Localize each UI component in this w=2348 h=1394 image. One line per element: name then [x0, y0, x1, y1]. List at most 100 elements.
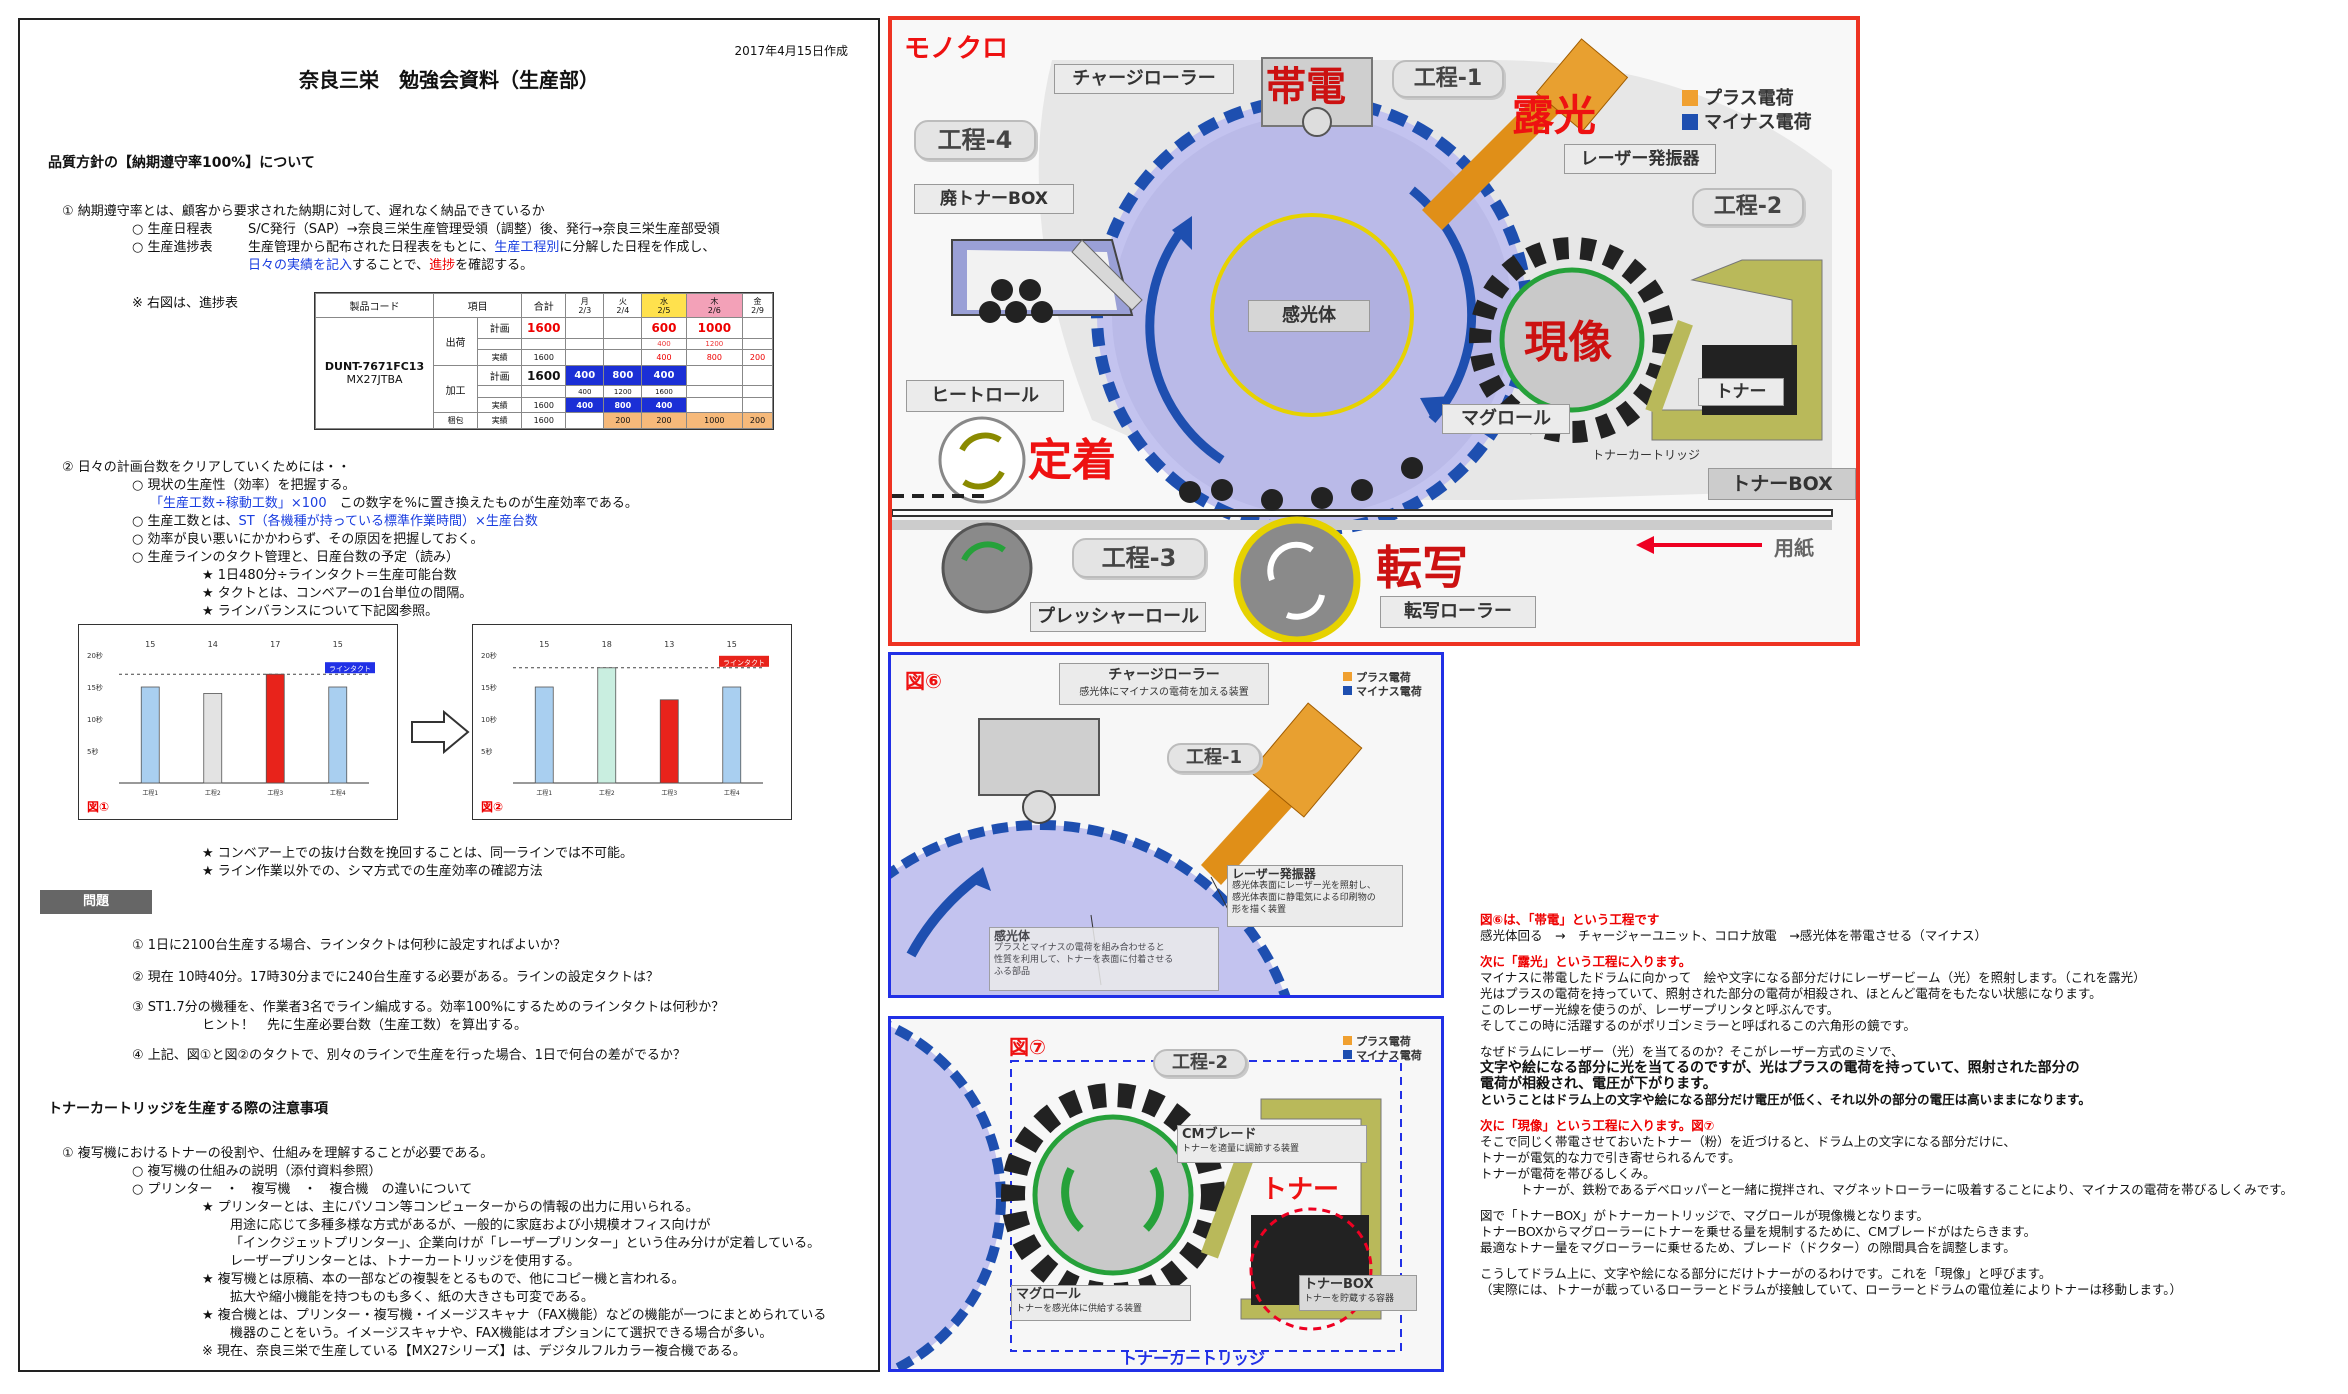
legend-minus: マイナス電荷	[1343, 683, 1422, 699]
y-tick-label: 10秒	[481, 715, 497, 724]
paragraph: ★ ラインバランスについて下記図参照。	[202, 604, 439, 619]
takt-tag-label: ラインタクト	[723, 658, 765, 667]
row-label	[477, 337, 523, 351]
explain-line: トナーBOXからマグローラーにトナーを乗せる量を規制するために、CMブレードがは…	[1480, 1224, 2037, 1239]
table-cell: 1600	[521, 412, 567, 429]
category-label: 工程3	[267, 789, 283, 797]
table-cell: 1600	[521, 317, 567, 339]
paragraph-head: ○ 生産進捗表	[132, 240, 213, 255]
explain-line-bold: ということはドラム上の文字や絵になる部分だけ電圧が低く、それ以外の部分の電圧は高…	[1480, 1092, 2091, 1107]
figure-label: 図⑥	[905, 669, 942, 693]
section1-title: 品質方針の【納期遵守率100%】について	[48, 155, 315, 171]
table-cell: 800	[603, 396, 643, 414]
table-cell	[742, 364, 773, 387]
group-label: 出荷	[432, 317, 479, 366]
document-date: 2017年4月15日作成	[734, 44, 848, 58]
toner-box-label: トナーBOX	[1708, 468, 1856, 500]
table-cell: 400	[565, 364, 605, 387]
charge-roller-label: チャージローラー	[1054, 64, 1234, 94]
paragraph: S/C発行（SAP）→奈良三栄生産管理受領（調整）後、発行→奈良三栄生産部受領	[248, 222, 720, 237]
problem-heading: 問題	[40, 890, 152, 914]
fixing-label: 定着	[1028, 435, 1116, 486]
question: ① 1日に2100台生産する場合、ラインタクトは何秒に設定すればよいか？	[132, 938, 567, 953]
paragraph: ★ 複写機とは原稿、本の一部などの複製をとるもので、他にコピー機と言われる。	[202, 1272, 685, 1287]
table-cell	[521, 337, 567, 351]
paragraph: 日々の実績を記入することで、進捗を確認する。	[248, 258, 534, 273]
table-cell	[521, 385, 567, 398]
step1-label: 工程-1	[1392, 60, 1504, 98]
bar-value-label: 14	[208, 640, 218, 649]
document-title: 奈良三栄 勉強会資料（生産部）	[299, 68, 599, 92]
row-label: 計画	[477, 317, 523, 339]
table-cell	[603, 317, 643, 339]
explain-line-bold: 電荷が相殺され、電圧が下がります。	[1480, 1076, 1717, 1092]
y-tick-label: 15秒	[87, 683, 103, 692]
table-cell: 200	[742, 349, 773, 366]
bar-value-label: 15	[727, 640, 737, 649]
bar	[203, 693, 223, 784]
cartridge-label: トナーカートリッジ	[1592, 448, 1701, 462]
paragraph: ※ 現在、奈良三栄で生産している【MX27シリーズ】は、デジタルフルカラー複合機…	[202, 1344, 746, 1359]
step1-label: 工程-1	[1167, 743, 1261, 773]
y-tick-label: 5秒	[481, 747, 492, 756]
explain-line: トナーが電気的な力で引き寄せられるんです。	[1480, 1150, 1741, 1165]
table-cell	[603, 337, 643, 351]
table-cell: 800	[603, 364, 643, 387]
table-header: 項目	[432, 293, 523, 318]
bar-value-label: 17	[270, 640, 280, 649]
explain-line: トナーが電荷を帯びるしくみ。	[1480, 1166, 1656, 1181]
table-cell	[565, 317, 605, 339]
explain-line: そしてこの時に活躍するのがポリゴンミラーと呼ばれるこの六角形の鏡です。	[1480, 1018, 1916, 1033]
explain-heading: 次に「露光」という工程に入ります。	[1480, 954, 1692, 969]
table-cell: 200	[742, 412, 773, 429]
table-cell: 400	[565, 396, 605, 414]
table-header-day: 火 2/4	[603, 293, 643, 318]
cartridge-label: トナーカートリッジ	[1121, 1349, 1266, 1368]
paragraph: ○ プリンター ・ 複写機 ・ 複合機 の違いについて	[132, 1182, 473, 1197]
table-cell	[742, 385, 773, 398]
paragraph: ○ 複写機の仕組みの説明（添付資料参照）	[132, 1164, 382, 1179]
category-label: 工程2	[205, 789, 221, 797]
question: ④ 上記、図①と図②のタクトで、別々のラインで生産を行った場合、1日で何台の差が…	[132, 1048, 686, 1063]
table-cell: 1600	[521, 364, 567, 387]
progress-table: 製品コード 項目 合計 月 2/3 火 2/4 水 2/5 木 2/6 金 2/…	[314, 292, 774, 430]
category-label: 工程1	[536, 789, 552, 797]
legend-minus: マイナス電荷	[1343, 1047, 1422, 1063]
charging-label: 帯電	[1266, 64, 1346, 110]
table-cell: 800	[685, 349, 744, 366]
paragraph: 生産管理から配布された日程表をもとに、生産工程別に分解した日程を作成し、	[248, 240, 716, 255]
paragraph-head: ○ 生産日程表	[132, 222, 213, 237]
table-header-day: 月 2/3	[565, 293, 605, 318]
right-arrow-icon	[411, 710, 470, 754]
table-cell: 400	[641, 349, 687, 366]
table-header-day: 金 2/9	[742, 293, 773, 318]
bar-value-label: 13	[664, 640, 674, 649]
category-label: 工程1	[142, 789, 158, 797]
paragraph: 「インクジェットプリンター」、企業向けが「レーザープリンター」という住み分けが定…	[230, 1236, 821, 1251]
explanation-text: 図⑥は、「帯電」という工程です 感光体回る → チャージャーユニット、コロナ放電…	[1480, 912, 2340, 1298]
row-label	[477, 385, 523, 398]
figure-6-charging: 図⑥ チャージローラー感光体にマイナスの電荷を加える装置 プラス電荷 マイナス電…	[888, 652, 1444, 998]
transfer-label: 転写	[1376, 541, 1468, 595]
explain-line: なぜドラムにレーザー（光）を当てるのか？そこがレーザー方式のミソで、	[1480, 1044, 1904, 1059]
note: ※ 右図は、進捗表	[132, 296, 239, 311]
step2-label: 工程-2	[1153, 1049, 1247, 1077]
table-header-day: 水 2/5	[641, 293, 687, 318]
y-tick-label: 5秒	[87, 747, 98, 756]
step3-label: 工程-3	[1072, 538, 1206, 578]
table-cell	[565, 337, 605, 351]
bar	[140, 686, 160, 784]
mag-roll-callout: マグロールトナーを感光体に供給する装置	[1011, 1285, 1191, 1321]
explain-line-bold: 文字や絵になる部分に光を当てるのですが、光はプラスの電荷を持っていて、照射された…	[1480, 1060, 2080, 1076]
study-document: 2017年4月15日作成 奈良三栄 勉強会資料（生産部） 品質方針の【納期遵守率…	[18, 18, 880, 1372]
paragraph: ★ コンベアー上での抜け台数を挽回することは、同一ラインでは不可能。	[202, 846, 634, 861]
minus-swatch	[1343, 686, 1352, 695]
y-tick-label: 20秒	[87, 651, 103, 660]
drum-callout: 感光体プラスとマイナスの電荷を組み合わせると性質を利用して、トナーを表面に付着さ…	[989, 927, 1219, 991]
explain-line: このレーザー光線を使うのが、レーザープリンタと呼ぶんです。	[1480, 1002, 1840, 1017]
paragraph: ★ 1日480分÷ラインタクト＝生産可能台数	[202, 568, 457, 583]
category-label: 工程4	[724, 789, 740, 797]
